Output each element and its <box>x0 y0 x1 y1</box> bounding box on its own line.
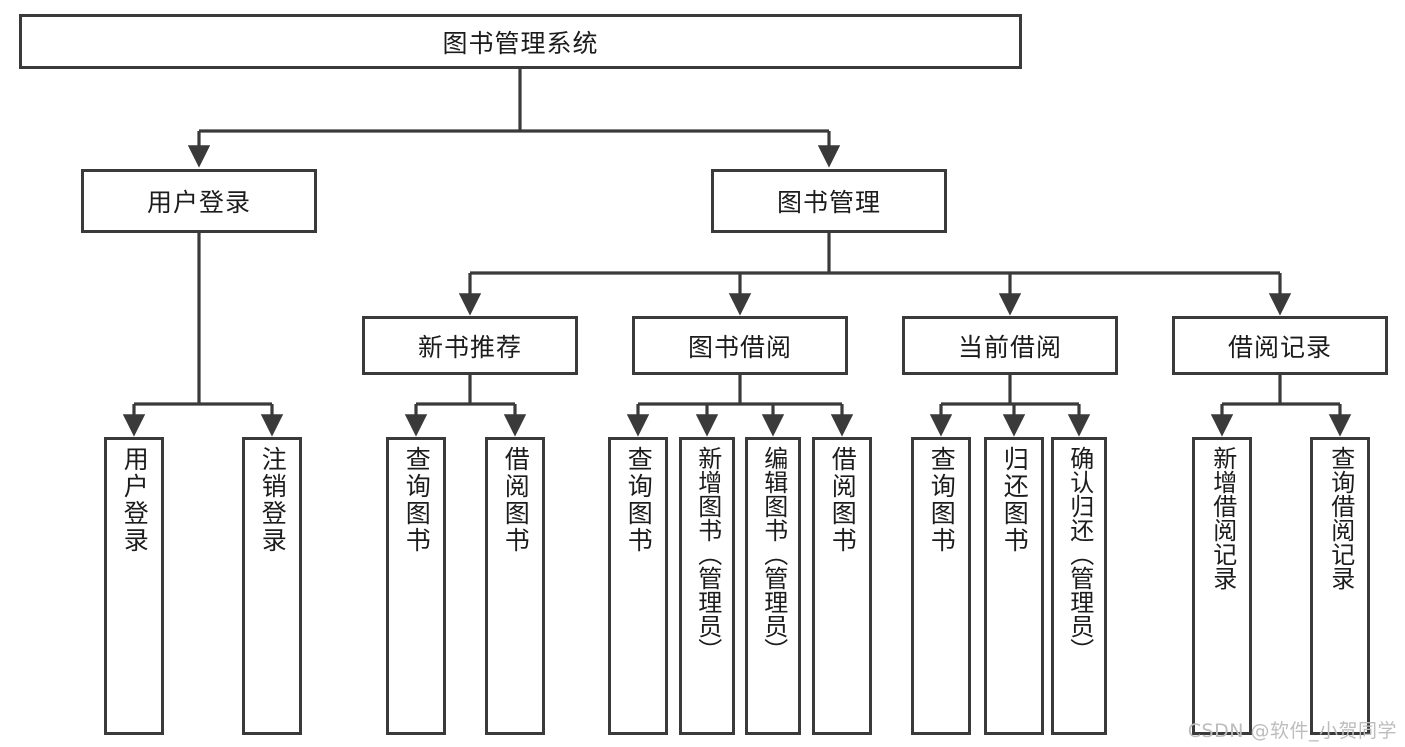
node-borrow-record[interactable]: 借阅记录 <box>1172 316 1388 375</box>
node-leaf-user-login[interactable]: 用户登录 <box>104 437 164 735</box>
node-leaf-logout-login[interactable]: 注销登录 <box>242 437 302 735</box>
node-label: 查询借阅记录 <box>1326 446 1355 590</box>
node-user-login[interactable]: 用户登录 <box>81 169 317 233</box>
node-label: 编辑图书（管理员） <box>759 446 788 662</box>
node-label: 借阅图书 <box>501 446 531 554</box>
node-leaf-confirm-return[interactable]: 确认归还（管理员） <box>1051 437 1107 735</box>
node-leaf-borrow-book-1[interactable]: 借阅图书 <box>485 437 545 735</box>
node-label: 图书借阅 <box>687 332 792 362</box>
node-label: 当前借阅 <box>957 332 1062 362</box>
node-label: 借阅图书 <box>828 446 858 554</box>
node-label: 注销登录 <box>258 446 288 554</box>
node-leaf-edit-book-admin[interactable]: 编辑图书（管理员） <box>745 437 801 735</box>
node-label: 借阅记录 <box>1227 332 1332 362</box>
node-label: 新增图书（管理员） <box>693 446 722 662</box>
node-label: 查询图书 <box>624 446 654 554</box>
node-label: 用户登录 <box>120 446 150 554</box>
node-current-borrow[interactable]: 当前借阅 <box>902 316 1118 375</box>
node-label: 图书管理 <box>776 188 881 217</box>
node-root-system[interactable]: 图书管理系统 <box>19 14 1022 69</box>
node-label: 归还图书 <box>1000 446 1030 554</box>
node-label: 新增借阅记录 <box>1208 446 1237 590</box>
node-label: 查询图书 <box>927 446 957 554</box>
node-label: 新书推荐 <box>417 332 522 362</box>
node-book-borrow[interactable]: 图书借阅 <box>632 316 848 375</box>
node-leaf-return-book[interactable]: 归还图书 <box>984 437 1044 735</box>
node-label: 用户登录 <box>146 188 251 217</box>
node-leaf-query-book-1[interactable]: 查询图书 <box>386 437 446 735</box>
node-leaf-add-borrow-record[interactable]: 新增借阅记录 <box>1192 437 1252 735</box>
node-leaf-add-book-admin[interactable]: 新增图书（管理员） <box>679 437 735 735</box>
node-new-book-recommend[interactable]: 新书推荐 <box>362 316 578 375</box>
node-leaf-query-book-2[interactable]: 查询图书 <box>608 437 668 735</box>
node-leaf-query-book-3[interactable]: 查询图书 <box>911 437 971 735</box>
node-leaf-borrow-book-2[interactable]: 借阅图书 <box>812 437 872 735</box>
node-label: 确认归还（管理员） <box>1065 446 1094 662</box>
node-label: 查询图书 <box>402 446 432 554</box>
node-leaf-query-borrow-record[interactable]: 查询借阅记录 <box>1310 437 1370 735</box>
node-label: 图书管理系统 <box>442 28 599 58</box>
node-book-manage[interactable]: 图书管理 <box>711 169 947 233</box>
